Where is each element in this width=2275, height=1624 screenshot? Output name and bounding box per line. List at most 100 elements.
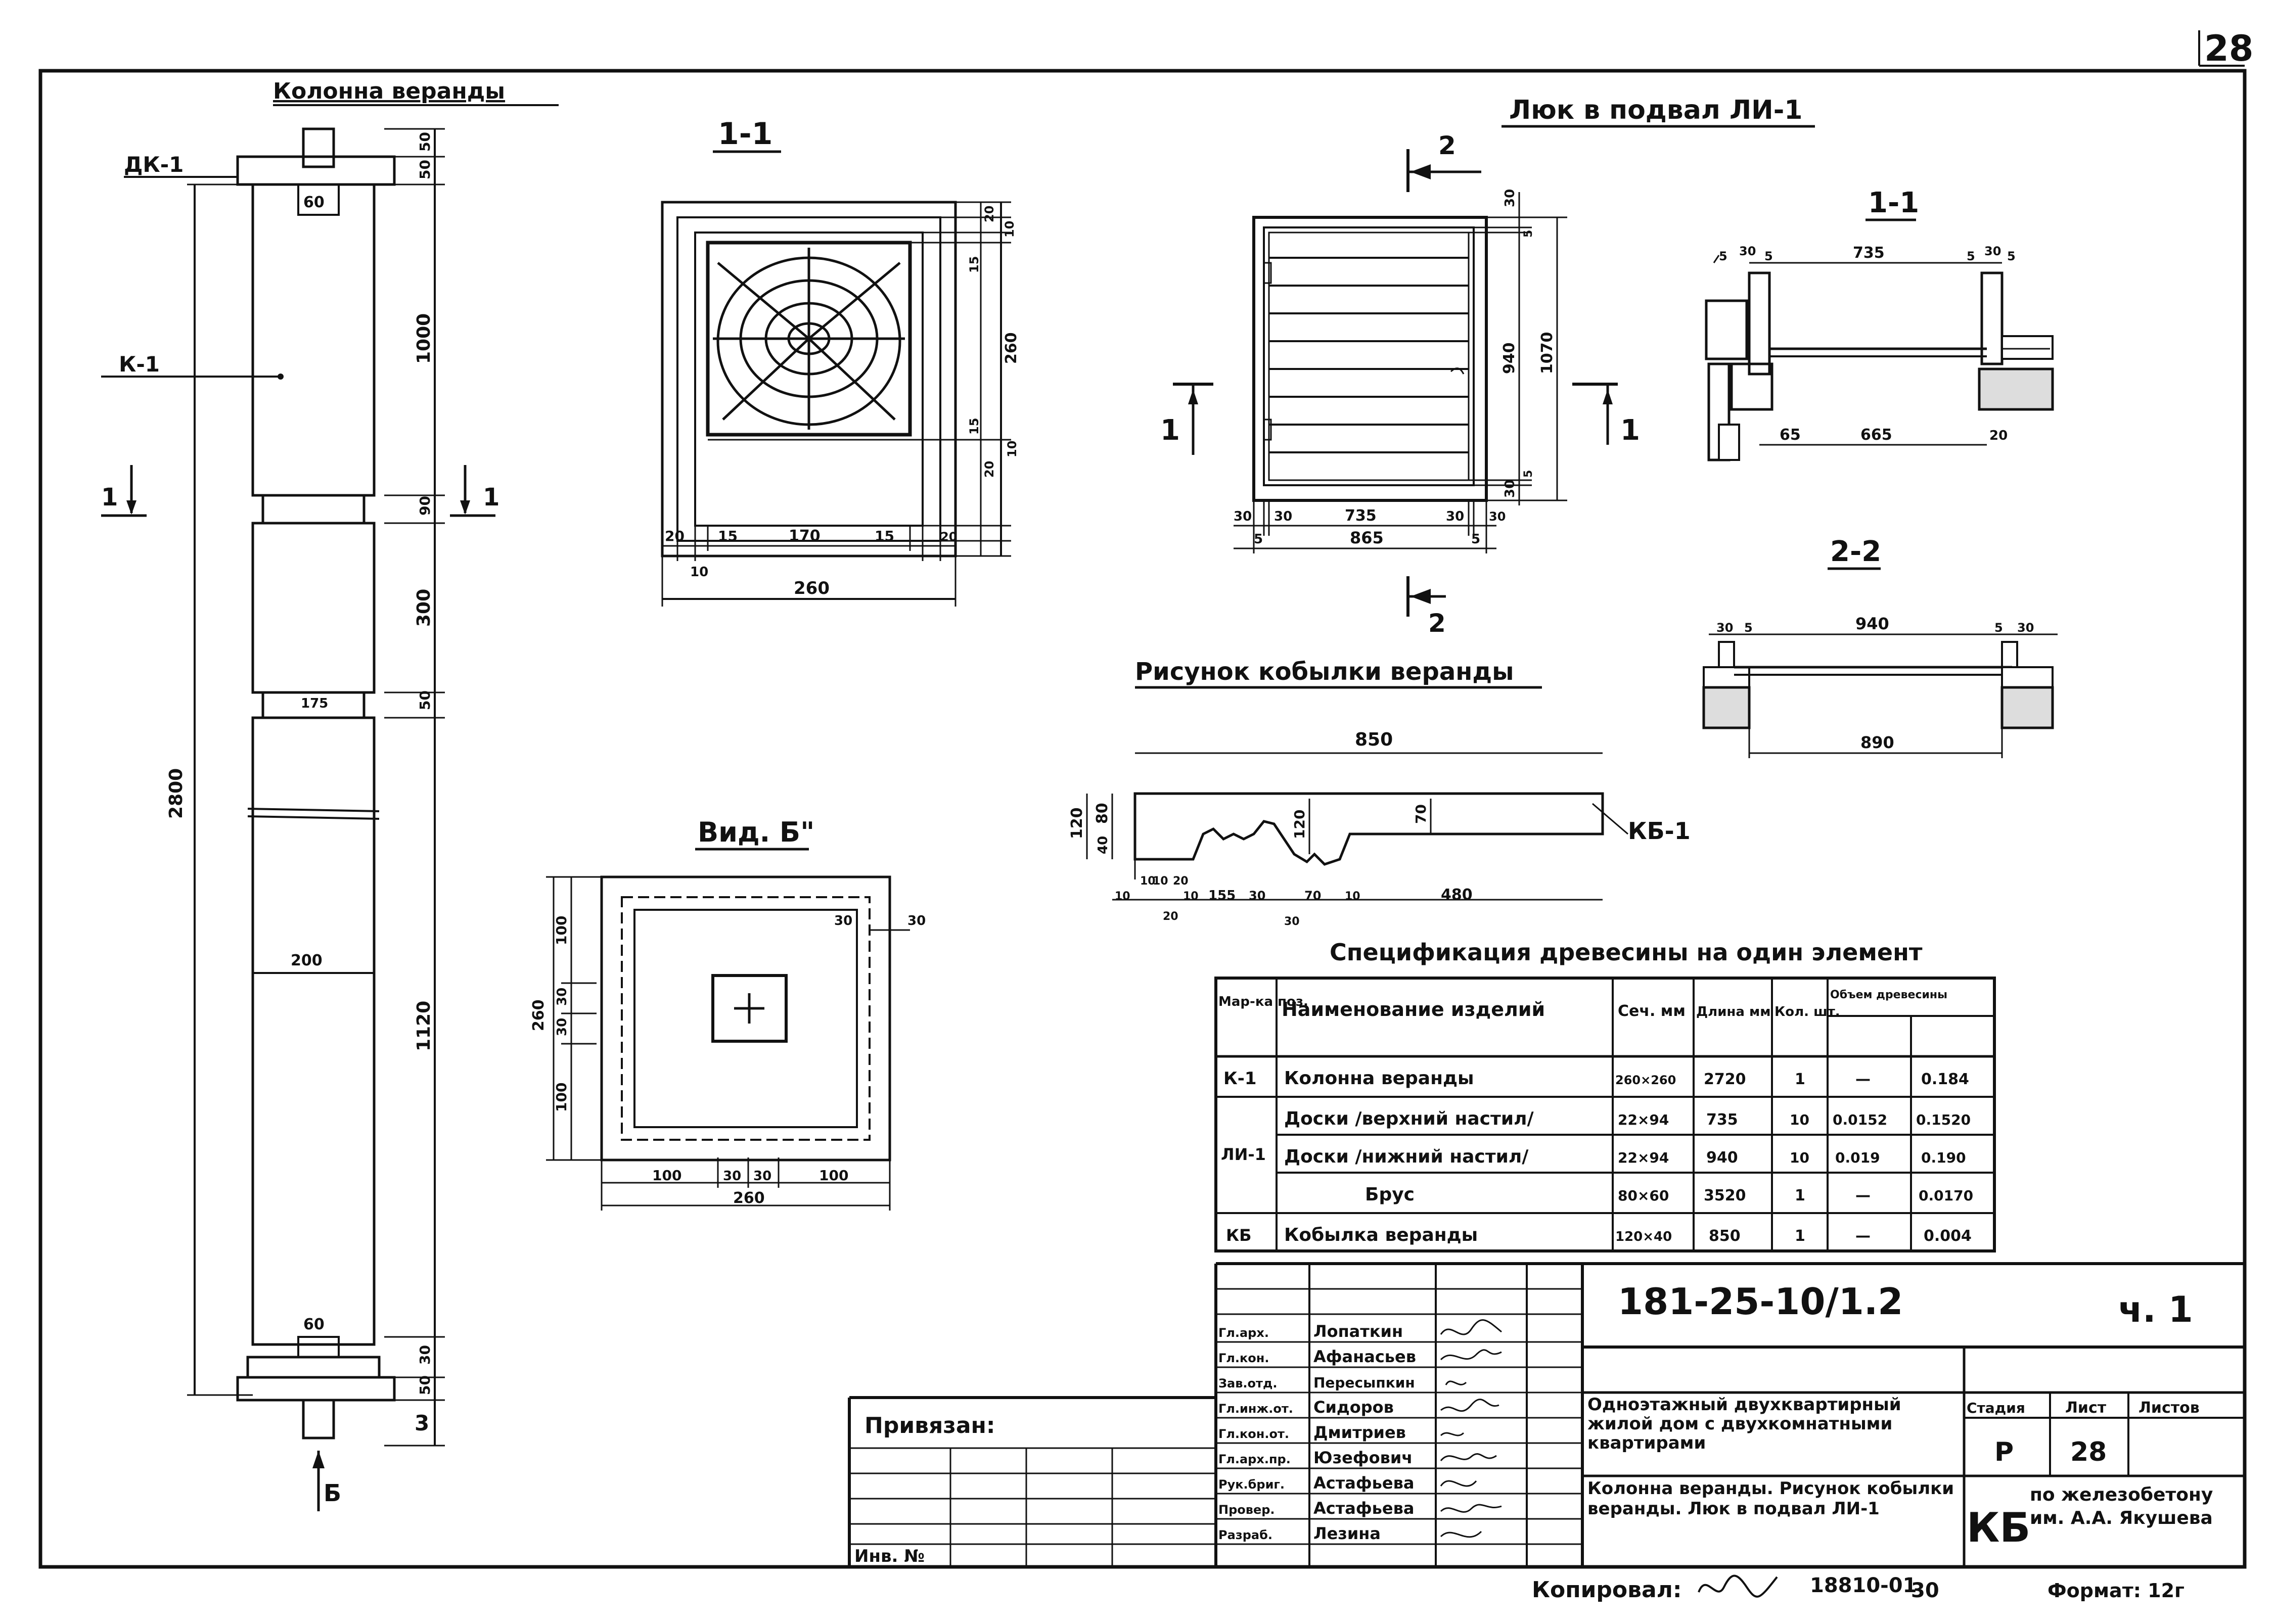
svg-text:735: 735 <box>1706 1111 1738 1129</box>
svg-text:Объем древесины: Объем древесины <box>1830 989 1947 1001</box>
doc-code: 181-25-10/1.2 <box>1618 1280 1903 1323</box>
svg-text:30: 30 <box>1234 509 1252 524</box>
svg-text:30: 30 <box>1284 915 1300 928</box>
svg-text:Зав.отд.: Зав.отд. <box>1218 1376 1277 1390</box>
section-1-1-left: 1-1 20 1 <box>661 116 1020 607</box>
svg-text:0.0152: 0.0152 <box>1833 1111 1887 1128</box>
copier-signature <box>1698 1574 1778 1598</box>
svg-text:865: 865 <box>1350 528 1384 547</box>
svg-text:30: 30 <box>555 1018 570 1036</box>
svg-text:Лопаткин: Лопаткин <box>1313 1322 1403 1341</box>
svg-text:18810-01: 18810-01 <box>1810 1574 1917 1597</box>
svg-text:Гл.инж.от.: Гл.инж.от. <box>1218 1402 1293 1416</box>
svg-text:10: 10 <box>1345 890 1360 903</box>
svg-text:30: 30 <box>1716 621 1733 635</box>
svg-text:1120: 1120 <box>414 1001 434 1051</box>
svg-text:735: 735 <box>1853 244 1885 262</box>
svg-text:30: 30 <box>417 1345 433 1365</box>
svg-text:Б: Б <box>324 1479 341 1507</box>
svg-text:Мар-ка поз.: Мар-ка поз. <box>1218 994 1308 1009</box>
label-dk1: ДК-1 <box>124 152 184 177</box>
svg-text:Разраб.: Разраб. <box>1218 1528 1272 1542</box>
svg-text:1-1: 1-1 <box>718 116 772 152</box>
svg-text:Вид. Б": Вид. Б" <box>698 816 814 848</box>
svg-text:2800: 2800 <box>166 768 187 819</box>
svg-text:5: 5 <box>2007 249 2016 263</box>
svg-text:Копировал:: Копировал: <box>1532 1577 1682 1603</box>
spec-table: Спецификация древесины на один элемент М… <box>1214 939 1996 1252</box>
svg-text:Сидоров: Сидоров <box>1313 1398 1394 1417</box>
svg-text:175: 175 <box>301 696 328 711</box>
svg-text:20: 20 <box>940 530 957 544</box>
svg-text:155: 155 <box>1208 888 1236 903</box>
svg-text:15: 15 <box>718 528 738 544</box>
project-name: Одноэтажный двухквартирный жилой дом с д… <box>1587 1395 1901 1453</box>
svg-text:20: 20 <box>982 206 996 222</box>
svg-text:30: 30 <box>555 988 570 1006</box>
svg-text:2: 2 <box>1438 131 1456 160</box>
svg-text:Астафьева: Астафьева <box>1313 1473 1414 1493</box>
svg-text:5: 5 <box>1744 621 1753 635</box>
svg-text:—: — <box>1855 1227 1871 1245</box>
svg-text:10: 10 <box>1003 221 1017 238</box>
svg-text:735: 735 <box>1345 507 1377 525</box>
svg-text:20: 20 <box>1163 910 1178 923</box>
sheet-frame <box>38 69 2247 1569</box>
svg-text:30: 30 <box>1446 509 1464 524</box>
svg-text:120: 120 <box>1291 810 1308 839</box>
svg-text:Провер.: Провер. <box>1218 1503 1275 1517</box>
svg-text:Кол. шт.: Кол. шт. <box>1774 1004 1840 1019</box>
org-logo: КБ <box>1967 1504 2030 1551</box>
svg-text:5: 5 <box>1254 532 1263 547</box>
svg-text:2720: 2720 <box>1704 1071 1746 1088</box>
svg-text:80: 80 <box>1094 803 1111 824</box>
svg-text:70: 70 <box>1304 889 1321 903</box>
svg-text:Доски /верхний настил/: Доски /верхний настил/ <box>1284 1108 1534 1129</box>
svg-text:100: 100 <box>819 1167 848 1184</box>
svg-text:2: 2 <box>1428 609 1446 638</box>
svg-text:Юзефович: Юзефович <box>1313 1448 1413 1467</box>
svg-text:200: 200 <box>291 952 323 969</box>
svg-text:20: 20 <box>1173 875 1189 888</box>
svg-text:—: — <box>1855 1187 1871 1204</box>
svg-text:80×60: 80×60 <box>1618 1187 1669 1204</box>
svg-text:40: 40 <box>1096 836 1111 854</box>
svg-text:Гл.кон.от.: Гл.кон.от. <box>1218 1427 1289 1441</box>
svg-text:Дмитриев: Дмитриев <box>1313 1423 1406 1442</box>
svg-text:10: 10 <box>1183 890 1199 903</box>
svg-text:15: 15 <box>875 528 894 544</box>
svg-text:5: 5 <box>1967 249 1975 263</box>
svg-text:260: 260 <box>1003 332 1020 364</box>
label-kb1: КБ-1 <box>1628 817 1691 845</box>
svg-text:60: 60 <box>303 1316 325 1333</box>
svg-text:300: 300 <box>414 589 434 627</box>
svg-text:Колонна веранды: Колонна веранды <box>1284 1068 1474 1089</box>
svg-text:1: 1 <box>1160 414 1180 447</box>
svg-text:30: 30 <box>1984 244 2001 258</box>
label-k1: К-1 <box>119 352 160 377</box>
svg-text:Афанасьев: Афанасьев <box>1313 1347 1416 1366</box>
svg-text:3520: 3520 <box>1704 1187 1746 1204</box>
svg-text:0.0170: 0.0170 <box>1919 1187 1973 1204</box>
svg-text:170: 170 <box>789 527 821 545</box>
svg-text:Гл.арх.: Гл.арх. <box>1218 1326 1269 1340</box>
svg-text:0.190: 0.190 <box>1921 1149 1966 1166</box>
svg-text:Стадия: Стадия <box>1967 1400 2025 1416</box>
svg-text:3: 3 <box>415 1411 429 1435</box>
corner-number: 28 <box>2204 28 2253 69</box>
svg-text:1000: 1000 <box>414 313 434 364</box>
svg-text:1: 1 <box>483 483 499 512</box>
svg-text:Кобылка веранды: Кобылка веранды <box>1284 1225 1478 1245</box>
svg-text:850: 850 <box>1709 1227 1741 1245</box>
svg-text:Люк в подвал ЛИ-1: Люк в подвал ЛИ-1 <box>1509 95 1802 125</box>
view-b: Вид. Б" 100 30 30 100 260 100 30 30 100 … <box>530 816 926 1211</box>
copy-strip: Копировал: 18810-01 30 Формат: 12г <box>1532 1574 2185 1603</box>
svg-text:30: 30 <box>907 913 926 929</box>
svg-text:1: 1 <box>1795 1071 1805 1088</box>
svg-text:Длина мм: Длина мм <box>1696 1004 1770 1019</box>
svg-text:90: 90 <box>417 496 433 516</box>
svg-text:Рисунок кобылки веранды: Рисунок кобылки веранды <box>1135 658 1514 686</box>
svg-text:КБ: КБ <box>1226 1226 1252 1245</box>
svg-text:Пересыпкин: Пересыпкин <box>1313 1374 1415 1391</box>
